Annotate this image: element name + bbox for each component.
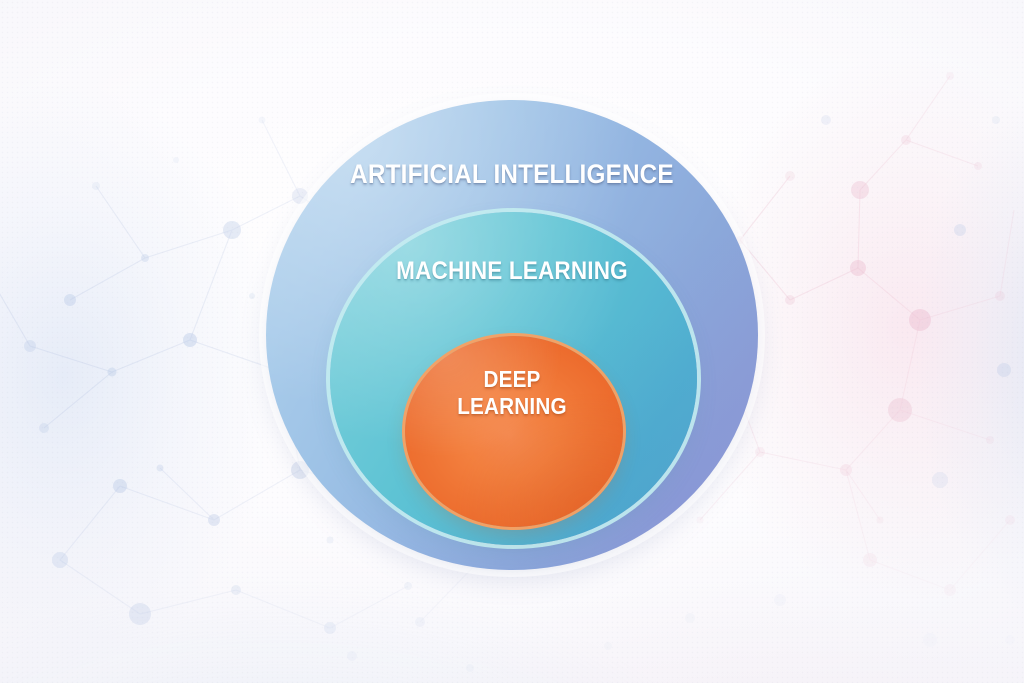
label-deep-learning: DEEP LEARNING — [51, 366, 973, 420]
network-cluster-left — [0, 116, 505, 634]
label-artificial-intelligence: ARTIFICIAL INTELLIGENCE — [350, 159, 674, 189]
label-machine-learning: MACHINE LEARNING — [396, 257, 628, 285]
background-tint-right-blue — [798, 54, 1024, 656]
network-cluster-bottom — [347, 613, 695, 672]
label-deep-learning-line-2: LEARNING — [457, 393, 567, 419]
label-deep-learning-line-1: DEEP — [483, 366, 541, 392]
circle-deep-learning[interactable] — [405, 336, 623, 527]
network-cluster-right — [696, 72, 1015, 647]
